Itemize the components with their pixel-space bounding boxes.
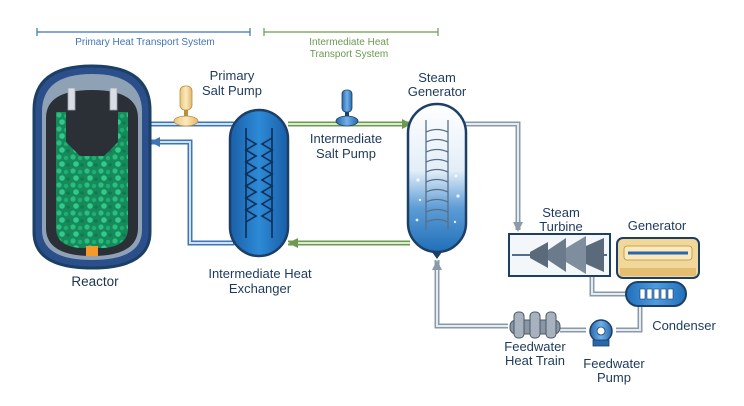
intermediate-salt-pump-label-line1: Intermediate [310, 131, 382, 146]
ihx-label-line2: Exchanger [229, 281, 292, 296]
reactor-core [56, 112, 128, 248]
primary-salt-pump-label-line1: Primary [210, 68, 255, 83]
primary-salt-pump [173, 85, 199, 127]
condenser-label: Condenser [652, 318, 716, 333]
feedwater-arrow [432, 260, 442, 270]
intermediate-heat-exchanger [228, 108, 290, 258]
steam-turbine-label-line2: Turbine [539, 219, 583, 234]
feedwater-pump-label-line2: Pump [597, 370, 631, 385]
feedwater-pump-label-line1: Feedwater [583, 356, 645, 371]
generator-label: Generator [628, 218, 687, 233]
intermediate-supply-arrow [402, 119, 412, 129]
steam-arrow [513, 222, 523, 232]
reactor [32, 64, 152, 270]
steam-generator-label-line2: Generator [408, 84, 467, 99]
feedwater-heat-train [509, 311, 561, 339]
intermediate-salt-pump-label-line2: Salt Pump [316, 146, 376, 161]
primary-salt-pump-label-line2: Salt Pump [202, 83, 262, 98]
primary-system-header: Primary Heat Transport System [36, 28, 251, 48]
feedwater-pump [589, 319, 613, 347]
intermediate-salt-pump [335, 89, 359, 127]
feedwater-heat-train-label-line2: Heat Train [505, 353, 565, 368]
ihx-label-line1: Intermediate Heat [208, 266, 312, 281]
intermediate-return-arrow [288, 238, 298, 248]
primary-loop-pipes [147, 121, 235, 246]
feedwater-heat-train-label-line1: Feedwater [504, 339, 566, 354]
reactor-label: Reactor [71, 274, 119, 289]
steam-loop-pipes [432, 121, 643, 333]
intermediate-system-label-line1: Intermediate Heat [309, 37, 389, 48]
steam-turbine-label-line1: Steam [542, 205, 580, 220]
condenser [625, 281, 687, 307]
reactor-outlet [86, 246, 98, 256]
steam-turbine [508, 233, 611, 277]
generator [616, 237, 700, 279]
steam-generator [406, 102, 468, 259]
primary-system-label: Primary Heat Transport System [75, 37, 214, 48]
primary-return-arrow [150, 137, 160, 147]
steam-generator-label-line1: Steam [418, 70, 456, 85]
intermediate-system-header: Intermediate Heat Transport System [263, 28, 439, 60]
intermediate-system-label-line2: Transport System [310, 49, 389, 60]
